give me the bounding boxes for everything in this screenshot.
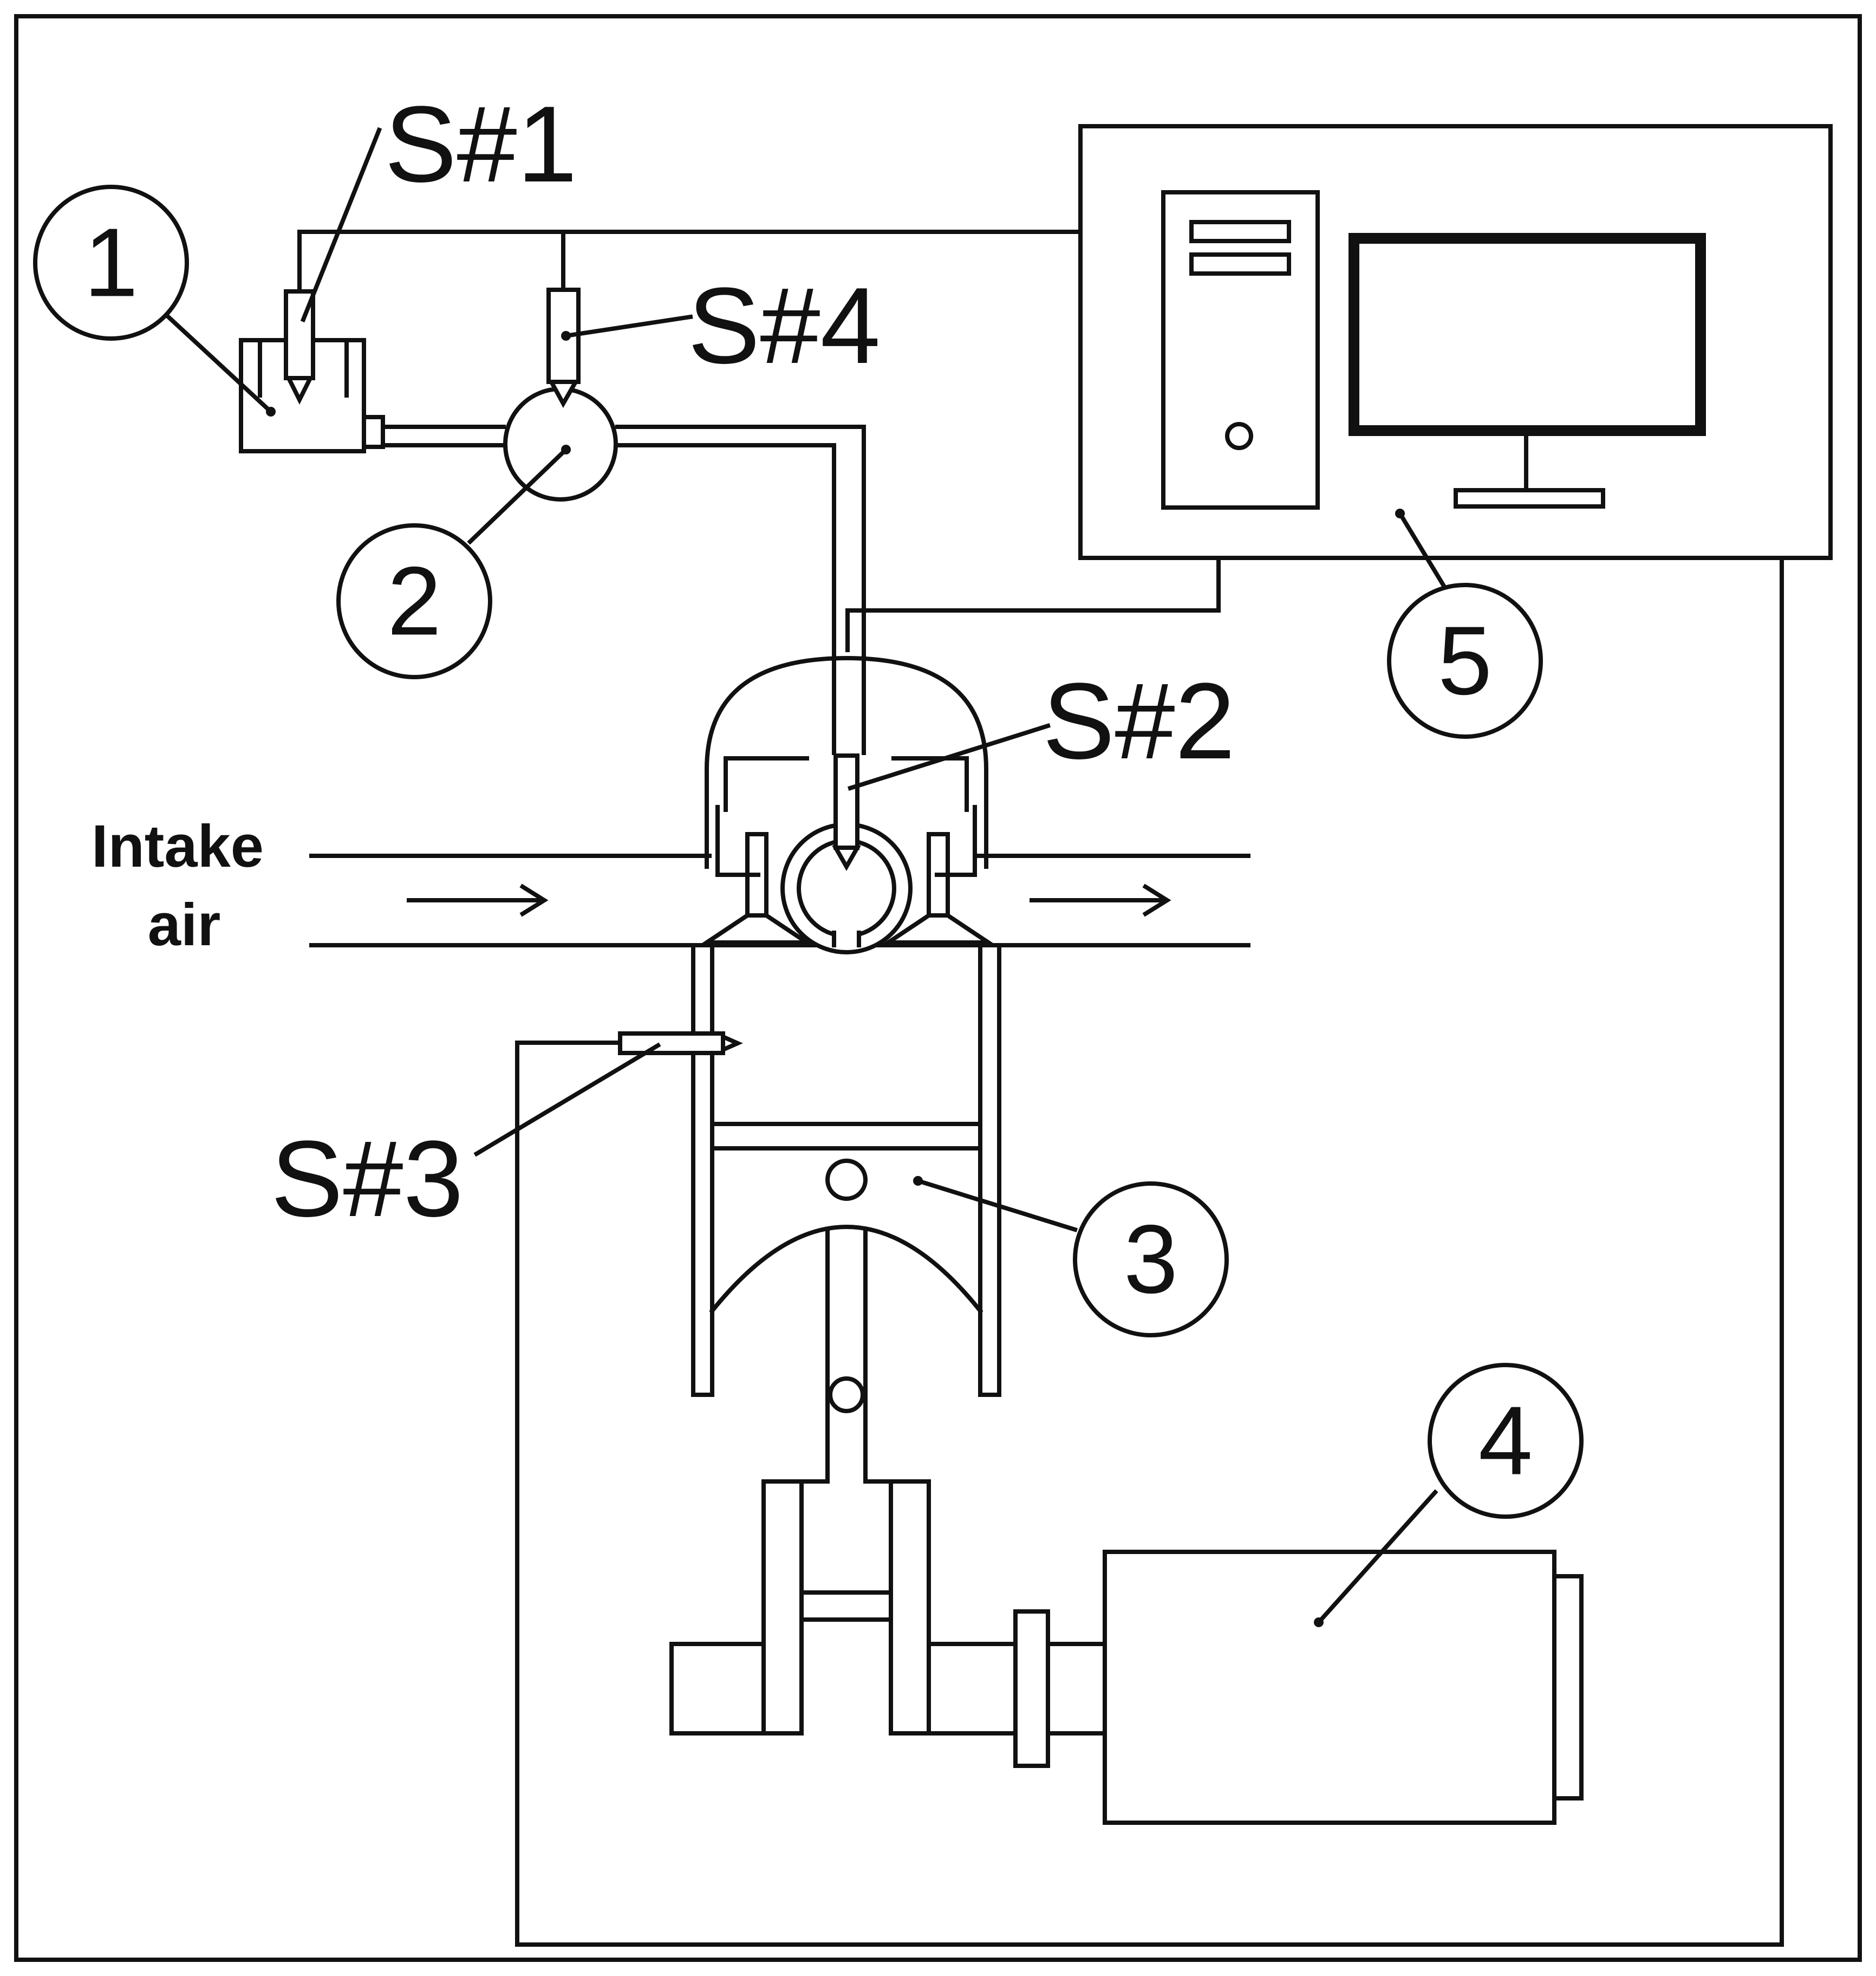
label-s2: S#2 bbox=[1043, 661, 1235, 782]
piston bbox=[709, 1122, 983, 1314]
callout-2: 2 bbox=[336, 523, 492, 679]
intake-arrow-icon bbox=[407, 883, 549, 917]
signal-wiring bbox=[297, 230, 1784, 1947]
intake-exhaust-ports bbox=[309, 854, 1250, 947]
svg-text:2: 2 bbox=[387, 547, 441, 656]
dynamometer bbox=[1103, 1550, 1584, 1825]
cylinder bbox=[691, 943, 1001, 1397]
callout-1: 1 bbox=[33, 185, 189, 341]
intake-valve bbox=[699, 832, 815, 945]
svg-text:3: 3 bbox=[1124, 1205, 1178, 1314]
sensor-s4 bbox=[546, 288, 581, 408]
svg-text:4: 4 bbox=[1478, 1387, 1533, 1496]
outer-frame bbox=[14, 14, 1862, 1962]
intake-label-line2: air bbox=[148, 892, 221, 958]
coupling bbox=[1013, 1609, 1107, 1768]
exhaust-valve bbox=[881, 832, 996, 945]
label-s3: S#3 bbox=[271, 1119, 464, 1239]
computer-monitor bbox=[1349, 233, 1706, 509]
valve bbox=[503, 387, 618, 502]
sensor-s3 bbox=[618, 1031, 743, 1055]
callout-4: 4 bbox=[1428, 1363, 1584, 1519]
fuel-line bbox=[362, 415, 866, 755]
svg-text:5: 5 bbox=[1438, 607, 1492, 716]
exhaust-arrow-icon bbox=[1030, 883, 1171, 917]
crankshaft bbox=[669, 1479, 1018, 1735]
sensor-s1 bbox=[284, 289, 315, 405]
connecting-rod bbox=[825, 1227, 868, 1484]
label-s4: S#4 bbox=[688, 265, 881, 386]
computer-tower bbox=[1161, 190, 1320, 510]
intake-label-line1: Intake bbox=[92, 813, 264, 880]
label-s1: S#1 bbox=[385, 84, 577, 205]
leader-lines bbox=[159, 127, 1447, 1626]
leader-dots bbox=[266, 331, 1405, 1627]
callout-5: 5 bbox=[1387, 583, 1543, 739]
svg-text:1: 1 bbox=[84, 209, 138, 317]
callout-3: 3 bbox=[1073, 1181, 1229, 1337]
sensor-s2 bbox=[832, 753, 861, 872]
cylinder-head bbox=[705, 655, 988, 877]
